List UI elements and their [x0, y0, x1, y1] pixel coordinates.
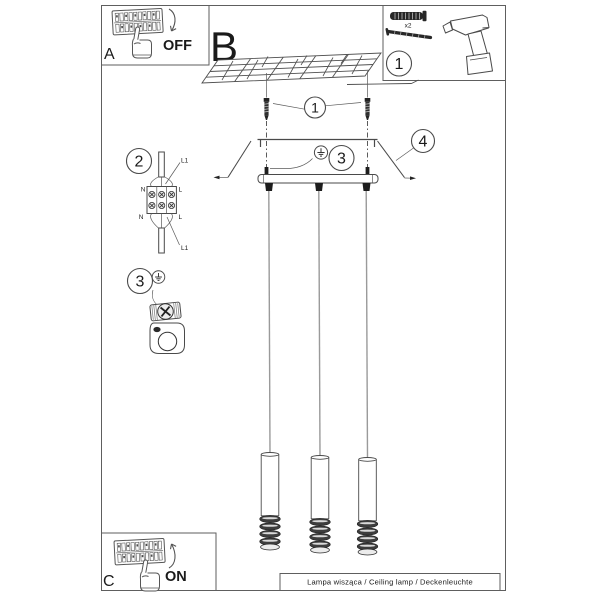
product-caption: Lampa wisząca / Ceiling lamp / Deckenleu… — [307, 578, 473, 587]
terminal-label-l-top: L — [179, 187, 183, 194]
ceiling-edge-line — [346, 83, 412, 85]
step-c-box — [101, 532, 217, 591]
wiring-callout-number: 2 — [135, 154, 144, 171]
canopy-callout-number: 4 — [419, 133, 428, 150]
breaker-panel-icon-c — [113, 537, 166, 566]
grid-hatch-marks — [221, 54, 363, 81]
mounting-bar — [257, 174, 379, 184]
canopy-assembly: 3 4 — [213, 128, 436, 191]
detail3-callout-number: 3 — [136, 274, 145, 291]
mounting-screw-icon — [385, 27, 433, 40]
terminal-label-n-top: N — [141, 187, 146, 194]
screws-callout-circle — [303, 96, 327, 119]
step-c-panel: ON C — [103, 537, 187, 592]
cable-grip-1 — [265, 183, 273, 191]
pendant-lamps — [259, 190, 379, 556]
lamp-3 — [356, 457, 379, 556]
step-a-panel: OFF A — [104, 7, 192, 63]
dowel-quantity-label: x2 — [405, 23, 412, 30]
detail3-callout-circle — [126, 267, 154, 295]
step-a-box — [101, 5, 210, 66]
terminal-label-l-bottom: L — [179, 214, 183, 221]
screw-right-icon — [364, 97, 371, 121]
screw-left-icon — [263, 97, 270, 121]
ground-callout-number: 3 — [337, 151, 346, 168]
cable-2 — [318, 190, 321, 457]
canopy-right-edge — [377, 140, 405, 178]
arrow-up-icon — [168, 543, 177, 569]
terminal-screws — [148, 190, 175, 209]
screws-callout-number: 1 — [311, 99, 319, 115]
cable-grip-2 — [315, 183, 323, 191]
lamp-1 — [259, 452, 281, 551]
hand-icon-c — [139, 559, 160, 592]
live-label-top: L1 — [181, 158, 189, 165]
cable-1 — [268, 190, 271, 454]
tools-box — [382, 5, 506, 81]
wiring-callout-circle — [125, 147, 153, 175]
ground-terminal-detail: 3 — [126, 267, 185, 354]
live-label-bottom: L1 — [181, 245, 189, 252]
ground-wire — [270, 158, 313, 169]
ground-callout-circle — [328, 144, 355, 172]
page-frame — [101, 5, 506, 591]
canopy-left-edge — [227, 140, 252, 178]
supply-cable-top — [158, 151, 165, 178]
step-c-label: C — [103, 573, 115, 590]
lamp-cable-bottom — [158, 227, 165, 254]
ground-symbol-icon — [313, 145, 329, 160]
tools-callout-circle — [385, 50, 413, 77]
cable-3 — [365, 190, 369, 459]
screws-assembly: 1 — [263, 71, 371, 138]
switch-state-label-c: ON — [165, 569, 187, 585]
tools-callout-number: 1 — [395, 56, 404, 73]
ground-symbol-small-icon — [151, 270, 166, 284]
terminal-label-n-bottom: N — [139, 214, 144, 221]
cable-grip-3 — [362, 183, 371, 191]
outer-border — [101, 5, 506, 591]
caption-box — [279, 573, 501, 591]
canopy-screw-right — [365, 167, 370, 175]
lamp-2 — [309, 455, 331, 554]
canopy-callout-circle — [410, 128, 436, 154]
switch-state-label: OFF — [163, 38, 192, 54]
ceiling-grid — [201, 52, 419, 85]
wall-plug-icon — [390, 10, 427, 22]
canopy-screw-left — [264, 167, 269, 175]
step-a-label: A — [104, 46, 115, 63]
ground-bracket-icon — [149, 322, 185, 354]
arrow-down-icon — [168, 8, 177, 32]
wiring-diagram: 2 N L N L L1 L1 — [125, 147, 189, 254]
tools-content: x2 1 — [385, 10, 493, 77]
terminal-block — [146, 186, 177, 214]
drill-icon — [442, 14, 493, 75]
ground-screw-icon — [149, 301, 182, 322]
